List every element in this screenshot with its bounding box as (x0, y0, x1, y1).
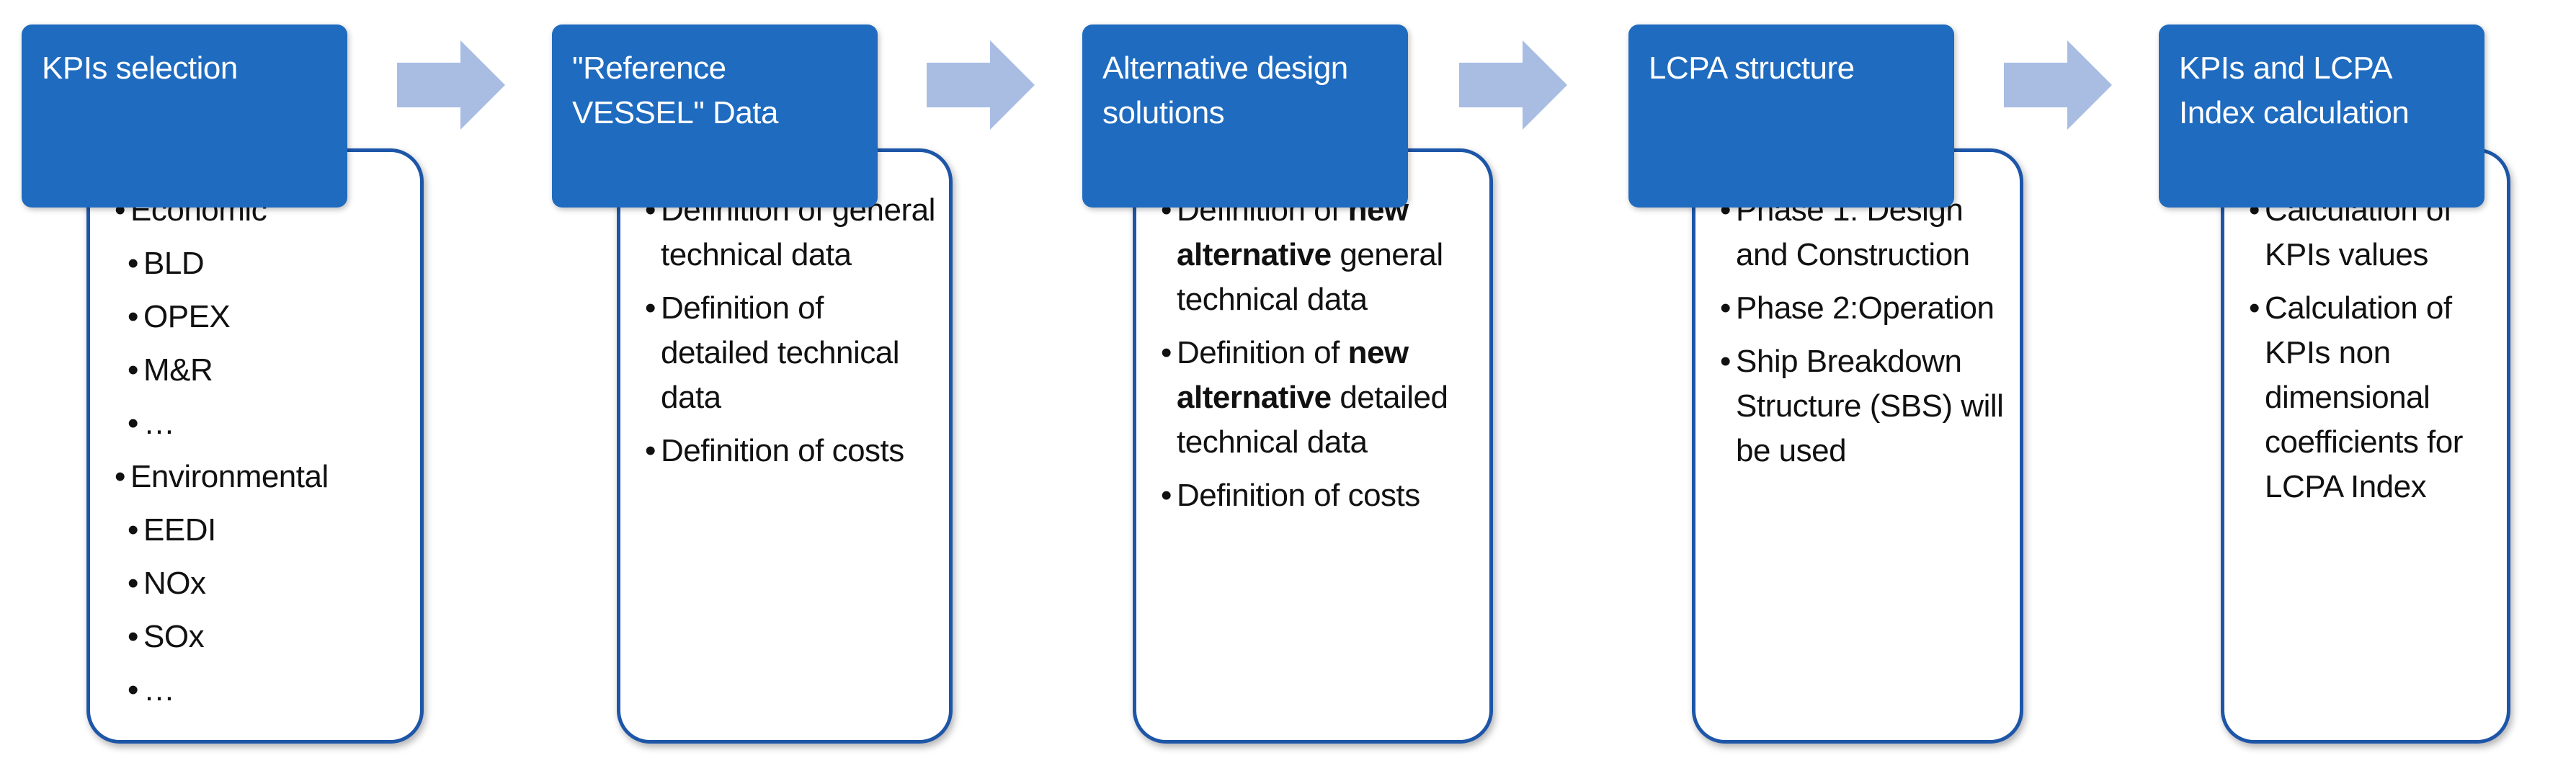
stage-title: KPIs and LCPA Index calculation (2159, 24, 2484, 208)
list-item-text: BLD (143, 246, 205, 281)
stage-item-list: Definition of new alternative general te… (1161, 188, 1479, 518)
list-item-text: … (143, 406, 175, 441)
list-item: Definition of detailed technical data (645, 286, 939, 420)
list-item: Environmental (115, 455, 410, 499)
arrow-shape (397, 40, 505, 130)
list-item: Definition of costs (1161, 473, 1479, 518)
list-item: Definition of costs (645, 429, 939, 473)
stage-title: KPIs selection (22, 24, 347, 208)
stage-3: Definition of new alternative general te… (1082, 0, 1551, 776)
sub-list-item: NOx (128, 561, 410, 606)
stage-content-box: Calculation of KPIs valuesCalculation of… (2221, 148, 2510, 744)
stage-content-box: Definition of new alternative general te… (1133, 148, 1493, 744)
list-item-text-rest: detailed technical data (1177, 380, 1448, 460)
list-item: Calculation of KPIs non dimensional coef… (2249, 286, 2497, 509)
list-item-text: NOx (143, 566, 206, 601)
list-item-text: EEDI (143, 512, 216, 548)
stage-item-list: Definition of general technical dataDefi… (645, 188, 939, 473)
sub-list-item: … (128, 668, 410, 713)
sub-list-item: BLD (128, 241, 410, 286)
stage-2: Definition of general technical dataDefi… (552, 0, 1020, 776)
stage-content-box: Definition of general technical dataDefi… (617, 148, 953, 744)
list-item: Phase 2:Operation (1720, 286, 2010, 331)
list-item: Definition of new alternative general te… (1161, 188, 1479, 322)
list-item-text: Definition of costs (661, 433, 904, 468)
list-item-text-rest: general technical data (1177, 237, 1443, 317)
sub-list-item: … (128, 401, 410, 446)
arrow-shape (2004, 40, 2112, 130)
stage-item-list: Calculation of KPIs valuesCalculation of… (2249, 188, 2497, 509)
stage-item-list: EconomicBLDOPEXM&R…EnvironmentalEEDINOxS… (115, 188, 410, 713)
list-item-text: Calculation of KPIs values (2265, 192, 2452, 272)
list-item-text: SOx (143, 619, 205, 654)
sub-list-item: SOx (128, 615, 410, 659)
right-arrow-icon (2004, 40, 2112, 130)
stage-1: EconomicBLDOPEXM&R…EnvironmentalEEDINOxS… (22, 0, 490, 776)
stage-title: "Reference VESSEL" Data (552, 24, 878, 208)
list-item-text: Definition of (1177, 335, 1348, 370)
list-item-text: Calculation of KPIs non dimensional coef… (2265, 290, 2463, 504)
list-item: Ship Breakdown Structure (SBS) will be u… (1720, 339, 2010, 473)
list-item-text: M&R (143, 352, 213, 388)
list-item-text: … (143, 672, 175, 708)
list-item-text: OPEX (143, 299, 231, 334)
stage-content-box: Phase 1: Design and ConstructionPhase 2:… (1692, 148, 2023, 744)
arrow-shape (927, 40, 1035, 130)
list-item-text: Environmental (130, 459, 329, 494)
list-item-text: Phase 2:Operation (1736, 290, 1995, 326)
list-item-emphasis: new alternative (1177, 335, 1409, 415)
right-arrow-icon (1459, 40, 1567, 130)
sub-list-item: M&R (128, 348, 410, 393)
list-item-text: Ship Breakdown Structure (SBS) will be u… (1736, 344, 2004, 468)
right-arrow-icon (397, 40, 505, 130)
list-item: Calculation of KPIs values (2249, 188, 2497, 277)
stage-content-box: EconomicBLDOPEXM&R…EnvironmentalEEDINOxS… (86, 148, 424, 744)
list-item-text: Definition of detailed technical data (661, 290, 900, 415)
stage-title: Alternative design solutions (1082, 24, 1408, 208)
sub-list-item: EEDI (128, 508, 410, 553)
arrow-shape (1459, 40, 1567, 130)
stage-item-list: Phase 1: Design and ConstructionPhase 2:… (1720, 188, 2010, 473)
stage-4: Phase 1: Design and ConstructionPhase 2:… (1628, 0, 2097, 776)
stage-5: Calculation of KPIs valuesCalculation of… (2159, 0, 2576, 776)
list-item: Definition of new alternative detailed t… (1161, 331, 1479, 465)
sub-list-item: OPEX (128, 295, 410, 339)
stage-title: LCPA structure (1628, 24, 1954, 208)
list-item-text: Definition of costs (1177, 478, 1420, 513)
right-arrow-icon (927, 40, 1035, 130)
